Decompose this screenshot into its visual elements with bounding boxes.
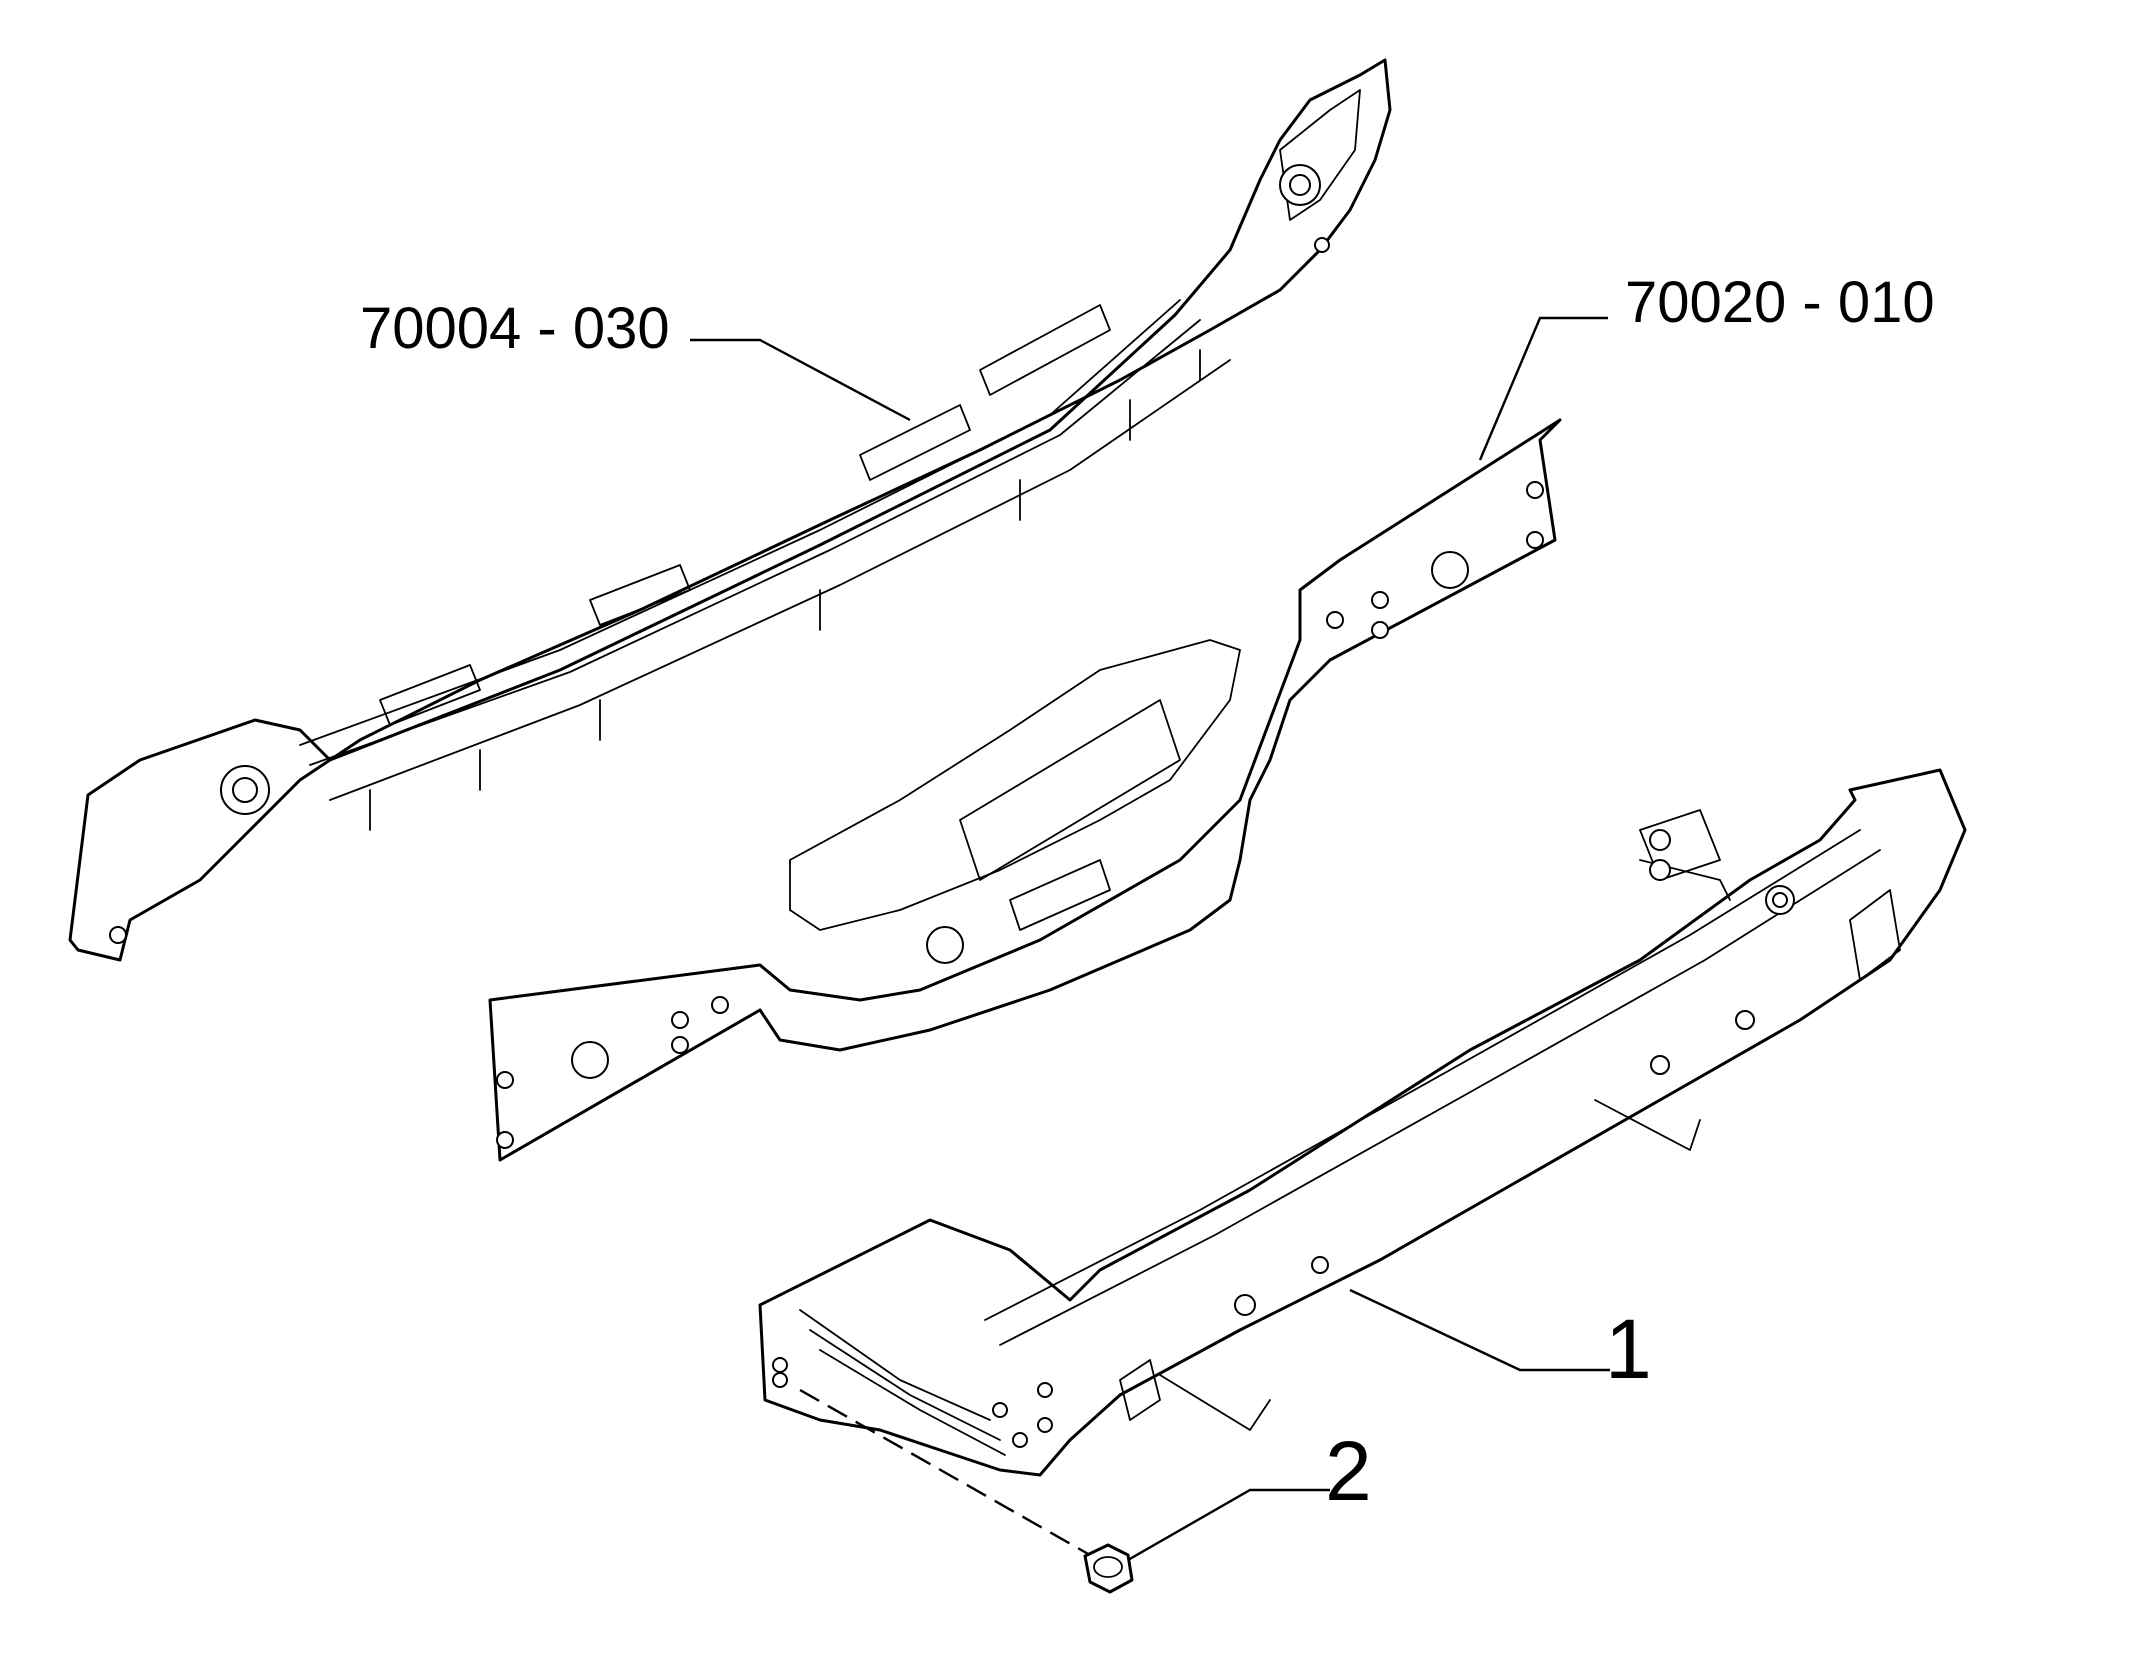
- leader-nut: [1127, 1488, 1330, 1562]
- callout-bumper-beam: 1: [1605, 1302, 1652, 1396]
- leader-panel-plate: [1478, 316, 1608, 461]
- panel-plate-part: [488, 418, 1562, 1162]
- upper-crossmember-part: [68, 58, 1392, 962]
- leader-upper-crossmember: [690, 338, 911, 422]
- callout-panel-plate: 70020 - 010: [1625, 270, 1935, 335]
- callout-upper-crossmember: 70004 - 030: [360, 296, 670, 361]
- nut-part: [799, 1388, 1134, 1594]
- bumper-beam-part: [758, 768, 1967, 1477]
- callout-nut: 2: [1325, 1424, 1372, 1518]
- leader-bumper-beam: [1349, 1288, 1610, 1372]
